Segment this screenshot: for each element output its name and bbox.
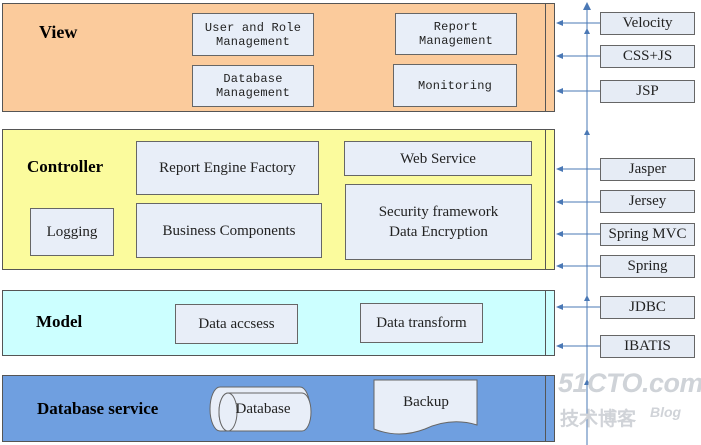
business-components-module: Business Components [136, 203, 322, 258]
arrow-head-spring-mvc [556, 231, 563, 237]
database-cylinder-icon [209, 386, 312, 432]
report-engine-factory-module: Report Engine Factory [136, 141, 319, 195]
tech-spring-mvc: Spring MVC [600, 223, 695, 246]
database-management-module: Database Management [192, 65, 314, 107]
data-access-module: Data accsess [175, 304, 298, 344]
watermark-site: 51CTO.com [558, 368, 701, 398]
report-management-module: Report Management [395, 13, 517, 55]
arrow-head-spring [556, 263, 563, 269]
model-layer-title: Model [36, 312, 83, 331]
model-layer: Model Data accsess Data transform [2, 290, 555, 356]
model-layer-rail [545, 290, 555, 356]
connector-tick-view-rail [584, 28, 590, 34]
security-framework-label: Security framework [378, 204, 499, 220]
view-layer-rail [545, 3, 555, 112]
view-layer-title: View [39, 22, 78, 42]
backup-document-icon [373, 379, 478, 435]
tech-css-js: CSS+JS [600, 45, 695, 68]
arrow-head-css-js [556, 53, 563, 59]
view-layer: View User and Role Management Report Man… [2, 3, 555, 112]
arrow-head-velocity [556, 20, 563, 26]
connector-tick-controller-rail [584, 129, 590, 135]
watermark-tagline: 技术博客 [560, 409, 637, 430]
arrow-head-ibatis [556, 343, 563, 349]
web-service-module: Web Service [344, 141, 532, 176]
tech-ibatis: IBATIS [600, 335, 695, 358]
database-layer-title: Database service [37, 399, 159, 418]
arrow-head-jasper [556, 166, 563, 172]
data-transform-module: Data transform [360, 303, 483, 343]
connector-top-arrow [583, 2, 591, 10]
connector-tick-database-rail [584, 379, 590, 385]
database-module-label: Database [235, 401, 291, 417]
security-framework-module: Security framework Data Encryption [345, 184, 532, 260]
data-encryption-label: Data Encryption [389, 224, 488, 240]
arrow-head-jersey [556, 199, 563, 205]
tech-jsp: JSP [600, 80, 695, 103]
connector-tick-model-rail [584, 295, 590, 301]
arrow-head-jsp [556, 88, 563, 94]
database-layer-rail [545, 375, 555, 442]
database-service-layer: Database service Database Backup [2, 375, 555, 442]
user-role-management-module: User and Role Management [192, 13, 314, 56]
tech-jersey: Jersey [600, 190, 695, 213]
controller-layer: Controller Report Engine Factory Web Ser… [2, 129, 555, 270]
arrow-head-jdbc [556, 304, 563, 310]
tech-velocity: Velocity [600, 12, 695, 35]
logging-module: Logging [30, 208, 114, 256]
tech-jasper: Jasper [600, 158, 695, 181]
tech-jdbc: JDBC [600, 296, 695, 319]
backup-module-label: Backup [403, 394, 449, 410]
controller-layer-title: Controller [27, 157, 104, 176]
monitoring-module: Monitoring [393, 64, 517, 107]
watermark-suffix: Blog [650, 404, 682, 420]
controller-layer-rail [545, 129, 555, 270]
tech-spring: Spring [600, 255, 695, 278]
